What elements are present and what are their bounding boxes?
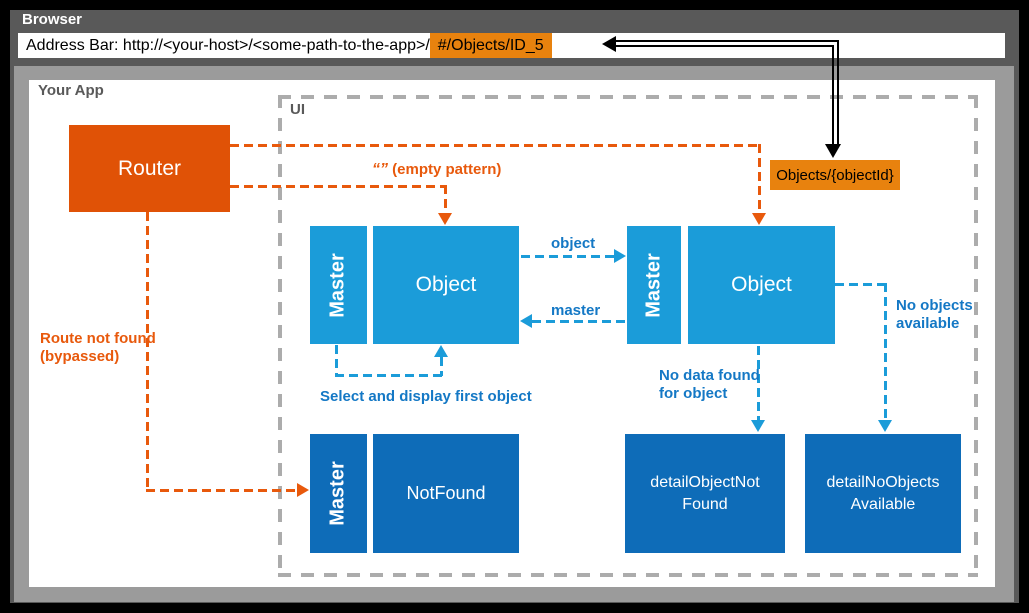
route-arrow-objectid [752,213,766,225]
ui-title: UI [290,101,305,118]
hash-arrowhead-to-address [602,36,616,52]
master-view-left: Master [310,226,367,344]
route-not-found-line2: (bypassed) [40,348,120,365]
master-view-right: Master [627,226,681,344]
master-view-right-label: Master [642,252,665,318]
route-line-empty-h [230,185,447,188]
flow-arrow-no-data [751,420,765,432]
router-label: Router [117,156,182,180]
address-hash-highlight: #/Objects/ID_5 [429,33,552,58]
object-view-right: Object [688,226,835,344]
route-line-notfound-v [146,212,149,490]
your-app-title: Your App [38,82,104,99]
master-view-notfound-label: Master [327,461,350,526]
ui-border-top [278,95,978,99]
no-objects-line2: available [896,315,960,332]
route-line-objectid-h [230,144,760,147]
detail-object-not-found-line2: Found [682,495,728,513]
empty-pattern-text: (empty pattern) [392,161,502,178]
ui-border-left [278,95,282,577]
flow-arrow-select-first [434,345,448,357]
flow-line-master [532,320,627,323]
browser-title: Browser [22,11,83,28]
route-pattern-box: Objects/{objectId} [770,160,900,190]
select-first-label: Select and display first object [320,388,532,405]
detail-object-not-found-view: detailObjectNot Found [625,434,785,553]
detail-no-objects-view: detailNoObjects Available [805,434,961,553]
object-view-left: Object [373,226,519,344]
route-arrow-notfound [297,483,309,497]
detail-no-objects-line1: detailNoObjects [826,473,940,491]
detail-no-objects-line2: Available [850,495,916,513]
flow-line-select-first-h [335,374,443,377]
flow-arrow-master [520,314,532,328]
flow-line-no-objects-v [884,283,887,420]
router-box: Router [69,125,230,212]
hash-connector-inner [616,45,834,146]
route-arrow-empty [438,213,452,225]
ui-border-bottom [278,573,978,577]
notfound-view-label: NotFound [406,483,486,503]
master-view-left-label: Master [327,252,350,318]
address-bar: Address Bar: http://<your-host>/<some-pa… [18,33,1005,58]
route-not-found-line1: Route not found [40,330,156,347]
flow-arrow-no-objects [878,420,892,432]
route-line-notfound-h [146,489,297,492]
no-objects-label: No objects available [896,297,973,333]
empty-pattern-quotes: “” [372,161,388,178]
flow-line-no-objects-h [835,283,887,286]
object-flow-label: object [551,235,596,252]
flow-line-object [521,255,614,258]
notfound-view: NotFound [373,434,519,553]
flow-arrow-object [614,249,626,263]
master-view-notfound: Master [310,434,367,553]
hash-arrowhead-to-pattern [825,144,841,158]
route-not-found-label: Route not found (bypassed) [40,330,156,366]
object-view-right-label: Object [731,273,792,296]
no-data-found-line1: No data found [659,367,760,384]
no-objects-line1: No objects [896,297,973,314]
master-flow-label: master [551,302,601,319]
hash-connector-outer [616,40,839,146]
no-data-found-label: No data found for object [659,367,760,403]
empty-pattern-label: “” (empty pattern) [372,161,501,179]
flow-line-select-first-down [335,345,338,376]
detail-object-not-found-line1: detailObjectNot [650,473,760,491]
no-data-found-line2: for object [659,385,728,402]
object-view-left-label: Object [415,273,477,296]
flow-line-select-first-up [440,357,443,376]
address-url-text: Address Bar: http://<your-host>/<some-pa… [26,36,430,54]
ui-border-right [974,95,978,577]
route-line-objectid-v [758,144,761,213]
flow-line-no-data-v [757,346,760,420]
route-line-empty-v [444,185,447,213]
